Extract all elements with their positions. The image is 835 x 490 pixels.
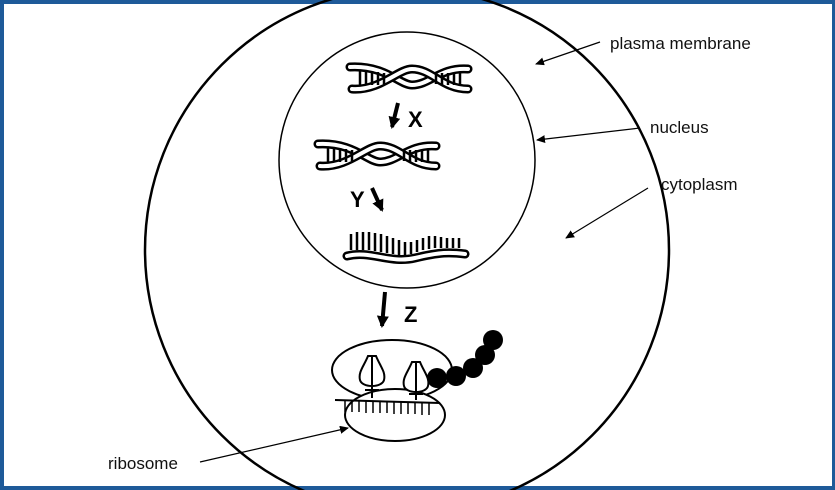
cytoplasm-label: cytoplasm [661,175,738,194]
nucleus-pointer [537,128,640,140]
step-y-label: Y [350,187,365,212]
plasma-membrane-label: plasma membrane [610,34,751,53]
dna-replicated-helix-icon [318,144,436,166]
mrna-strand-icon [347,232,465,260]
cytoplasm-pointer [566,188,648,238]
ribosome-pointer [200,428,348,462]
plasma-membrane-pointer [536,42,600,64]
step-z-arrow [382,292,385,326]
step-z-label: Z [404,302,417,327]
dna-double-helix-icon [350,67,468,89]
step-y-arrow [372,188,382,210]
step-x-arrow [392,103,398,127]
ribosome-icon [332,340,452,441]
step-x-label: X [408,107,423,132]
nucleus-label: nucleus [650,118,709,137]
ribosome-label: ribosome [108,454,178,473]
